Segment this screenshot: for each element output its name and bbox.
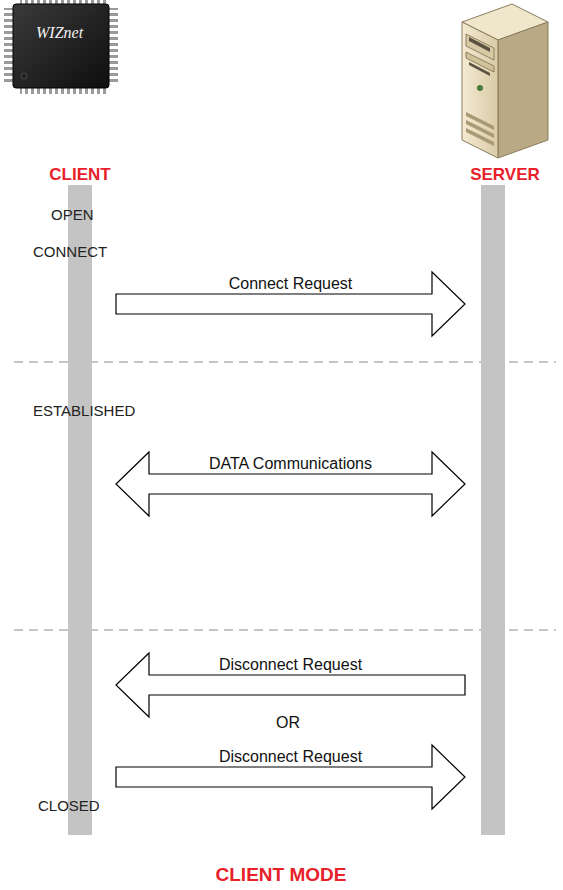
- lifeline: CLIENT: [44, 165, 116, 835]
- chip-image: [4, 0, 118, 94]
- lifeline-title: SERVER: [465, 165, 545, 185]
- state-label: CLOSED: [38, 797, 100, 815]
- note-label: OR: [276, 713, 300, 732]
- message-label: Connect Request: [229, 274, 353, 293]
- message-label: DATA Communications: [209, 454, 372, 473]
- message-arrow: [116, 653, 465, 717]
- message-arrow: [116, 745, 465, 809]
- lifeline-title: CLIENT: [44, 165, 116, 185]
- separator-line: [14, 630, 556, 631]
- message-label: Disconnect Request: [219, 655, 362, 674]
- caption: CLIENT MODE: [216, 864, 347, 886]
- separator-line: [14, 362, 556, 363]
- chip-marking: WIZnet: [36, 24, 83, 42]
- message-arrow: [116, 452, 465, 516]
- message-arrow: [116, 272, 465, 336]
- state-label: OPEN: [51, 206, 94, 224]
- state-label: ESTABLISHED: [33, 402, 135, 420]
- lifeline-bar: [68, 185, 92, 835]
- server-image: [462, 4, 548, 158]
- lifeline-bar: [481, 185, 505, 835]
- state-label: CONNECT: [33, 243, 107, 261]
- lifeline: SERVER: [465, 165, 545, 835]
- message-label: Disconnect Request: [219, 747, 362, 766]
